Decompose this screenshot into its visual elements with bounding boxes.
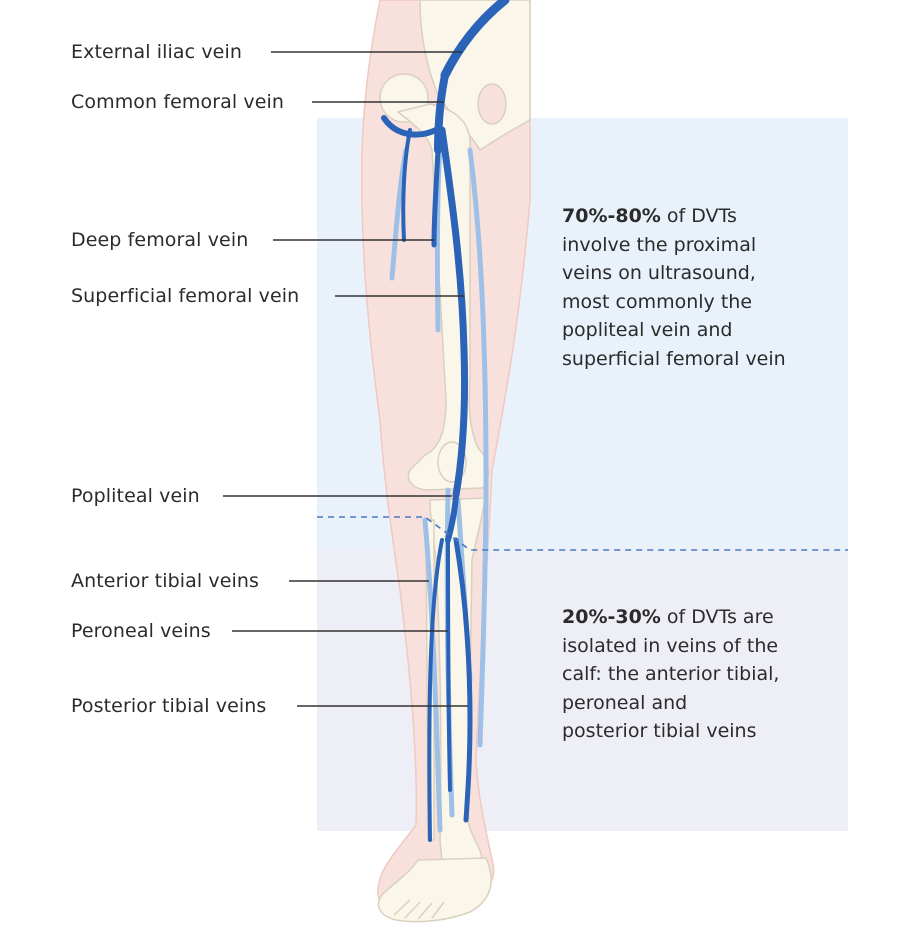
proximal-line-3: most commonly the xyxy=(562,288,852,317)
label-deep-femoral-vein: Deep femoral vein xyxy=(71,229,248,251)
label-posterior-tibial-veins: Posterior tibial veins xyxy=(71,695,266,717)
calf-line-4: posterior tibial veins xyxy=(562,717,852,746)
calf-percent: 20%-30% xyxy=(562,606,661,628)
calf-line-0: of DVTs are xyxy=(661,606,774,628)
peroneal-vein xyxy=(448,540,450,790)
proximal-line-2: veins on ultrasound, xyxy=(562,259,852,288)
label-peroneal-veins: Peroneal veins xyxy=(71,620,211,642)
proximal-dvt-note: 70%-80% of DVTs involve the proximal vei… xyxy=(562,202,852,373)
label-external-iliac-vein: External iliac vein xyxy=(71,41,242,63)
calf-dvt-note: 20%-30% of DVTs are isolated in veins of… xyxy=(562,603,852,746)
label-common-femoral-vein: Common femoral vein xyxy=(71,91,284,113)
proximal-line-5: superficial femoral vein xyxy=(562,345,852,374)
proximal-percent: 70%-80% xyxy=(562,205,661,227)
proximal-line-0: of DVTs xyxy=(661,205,737,227)
proximal-line-4: popliteal vein and xyxy=(562,316,852,345)
label-superficial-femoral-vein: Superficial femoral vein xyxy=(71,285,299,307)
label-popliteal-vein: Popliteal vein xyxy=(71,485,200,507)
obturator-foramen xyxy=(478,84,506,124)
calf-line-2: calf: the anterior tibial, xyxy=(562,660,852,689)
proximal-line-1: involve the proximal xyxy=(562,231,852,260)
calf-line-3: peroneal and xyxy=(562,689,852,718)
calf-line-1: isolated in veins of the xyxy=(562,632,852,661)
label-anterior-tibial-veins: Anterior tibial veins xyxy=(71,570,259,592)
